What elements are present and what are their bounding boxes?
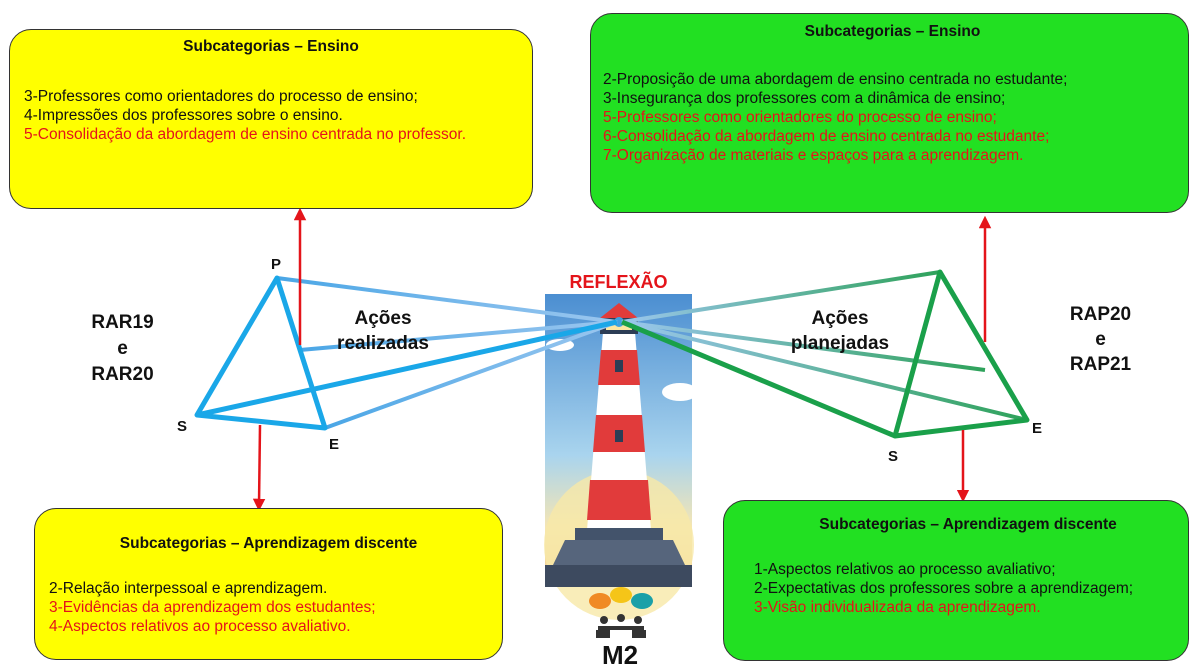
module-label: M2 xyxy=(601,640,639,670)
top-left-box-item-1: 3-Professores como orientadores do proce… xyxy=(24,88,418,105)
top-left-box-item-2: 4-Impressões dos professores sobre o ens… xyxy=(24,107,343,124)
right-group-label: RAP20 e RAP21 xyxy=(1048,302,1153,377)
right-actions-line-2: planejadas xyxy=(790,333,890,354)
top-left-box-title: Subcategorias – Ensino xyxy=(183,38,359,55)
bottom-left-box-item-1: 2-Relação interpessoal e aprendizagem. xyxy=(49,580,328,597)
right-group-line-3: RAP21 xyxy=(1069,354,1132,375)
left-vertex-e: E xyxy=(329,436,340,453)
bottom-right-box: Subcategorias – Aprendizagem discente 1-… xyxy=(723,500,1189,661)
right-group-line-1: RAP20 xyxy=(1069,304,1132,325)
reflection-label: REFLEXÃO xyxy=(569,272,668,292)
bottom-left-box-item-2: 3-Evidências da aprendizagem dos estudan… xyxy=(49,599,376,616)
left-group-label: RAR19 e RAR20 xyxy=(70,310,175,388)
bottom-right-box-item-1: 1-Aspectos relativos ao processo avaliat… xyxy=(754,561,1056,578)
right-vertex-s: S xyxy=(888,448,899,465)
top-right-box-item-4: 6-Consolidação da abordagem de ensino ce… xyxy=(603,128,1050,145)
bottom-left-box-item-3: 4-Aspectos relativos ao processo avaliat… xyxy=(49,618,351,635)
left-group-line-1: RAR19 xyxy=(91,312,154,333)
bottom-left-box: Subcategorias – Aprendizagem discente 2-… xyxy=(34,508,503,660)
meeting-people-icon xyxy=(589,587,653,638)
right-group-line-2: e xyxy=(1095,329,1106,350)
left-triangle xyxy=(194,275,618,431)
red-arrows xyxy=(252,207,992,512)
right-actions-label: Ações planejadas xyxy=(775,306,905,356)
top-right-box-item-3: 5-Professores como orientadores do proce… xyxy=(603,109,997,126)
right-actions-line-1: Ações xyxy=(811,308,869,329)
right-triangle xyxy=(621,269,1030,439)
top-right-box-title: Subcategorias – Ensino xyxy=(804,23,981,40)
top-left-box: Subcategorias – Ensino 3-Professores com… xyxy=(9,29,533,209)
left-group-line-3: RAR20 xyxy=(91,364,154,385)
left-vertex-s: S xyxy=(177,418,188,435)
bottom-left-box-title: Subcategorias – Aprendizagem discente xyxy=(119,535,418,552)
arrow-to-bottom-left-box xyxy=(252,424,266,512)
top-right-box-item-2: 3-Insegurança dos professores com a dinâ… xyxy=(603,90,1006,107)
left-actions-line-2: realizadas xyxy=(337,333,429,354)
bottom-right-box-item-3: 3-Visão individualizada da aprendizagem. xyxy=(754,599,1041,616)
top-right-box-item-5: 7-Organização de materiais e espaços par… xyxy=(603,147,1024,164)
bottom-right-box-title: Subcategorias – Aprendizagem discente xyxy=(819,516,1117,533)
top-right-box: Subcategorias – Ensino 2-Proposição de u… xyxy=(590,13,1189,213)
left-group-line-2: e xyxy=(117,338,128,359)
left-vertex-p: P xyxy=(271,256,282,273)
bottom-right-box-item-2: 2-Expectativas dos professores sobre a a… xyxy=(754,580,1134,597)
speech-bubbles-icon xyxy=(589,587,653,609)
left-actions-label: Ações realizadas xyxy=(318,306,448,356)
top-left-box-item-3: 5-Consolidação da abordagem de ensino ce… xyxy=(24,126,467,143)
left-actions-line-1: Ações xyxy=(354,308,412,329)
top-right-box-item-1: 2-Proposição de uma abordagem de ensino … xyxy=(603,71,1068,88)
right-vertex-e: E xyxy=(1032,420,1043,437)
